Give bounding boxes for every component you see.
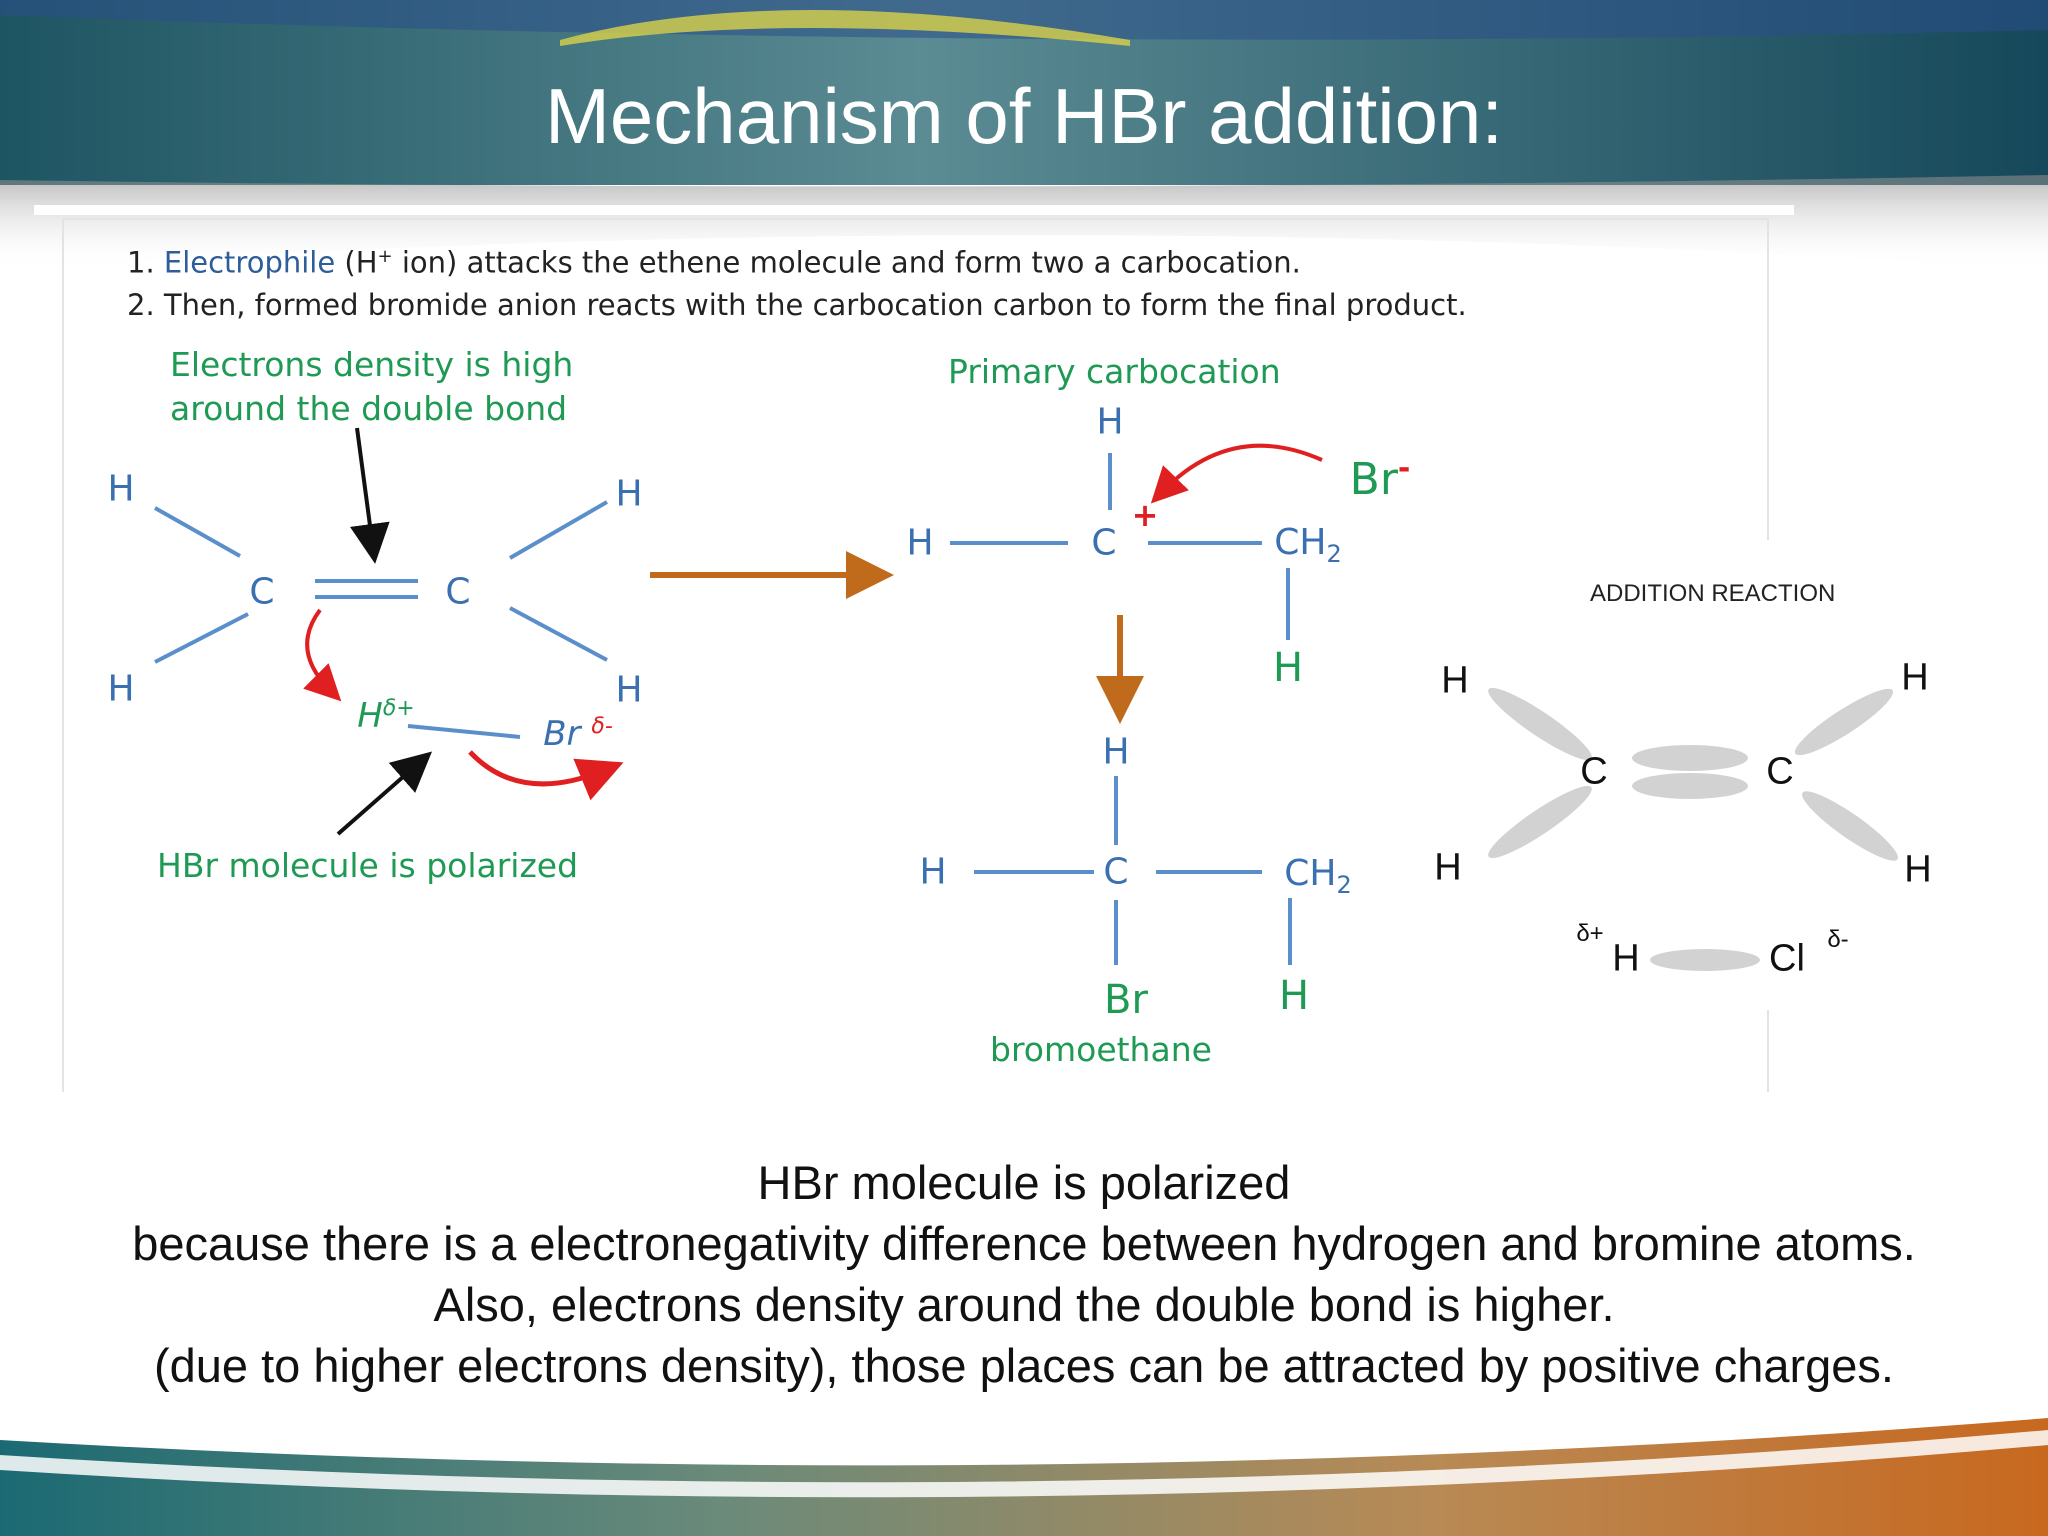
addition-reaction-title: ADDITION REACTION (1590, 580, 1836, 607)
product-ch2-text: CH (1284, 852, 1337, 894)
product-c: C (1103, 851, 1129, 893)
br-delta-charge: δ- (591, 713, 613, 739)
step-2-text: Then, formed bromide anion reacts with t… (163, 287, 1467, 322)
bromide-anion: Br- (1350, 451, 1411, 505)
product-ch2: CH2 (1284, 853, 1352, 899)
lobe-top-left (1488, 687, 1592, 761)
addition-orbitals (1488, 687, 1899, 971)
bond-h-c-top-left (154, 506, 241, 558)
lobe-top-right (1794, 688, 1894, 756)
lobe-bottom-left (1488, 785, 1592, 859)
hbr-bond (407, 724, 521, 739)
explanation-line-2: because there is a electronegativity dif… (132, 1217, 1916, 1270)
curved-arrow-bromide (1150, 443, 1323, 504)
lobe-pi-upper (1632, 745, 1748, 771)
ethene-h-top-left: H (107, 468, 135, 510)
step-1-text: ion) attacks the ethene molecule and for… (392, 245, 1301, 280)
step-1-electrophile: Electrophile (163, 245, 336, 280)
step-2-number: 2. (127, 287, 155, 322)
addition-c-right: C (1766, 750, 1794, 793)
addition-h-bottom-right: H (1904, 848, 1932, 891)
carbocation-ch2: CH2 (1274, 522, 1342, 568)
carbocation-h-left: H (906, 522, 934, 564)
lobe-pi-lower (1632, 773, 1748, 799)
slide-title: Mechanism of HBr addition: (544, 72, 1504, 160)
ethene-h-bottom-left: H (107, 668, 135, 710)
br-delta-minus: Br δ- (543, 714, 613, 754)
carbocation-bonds (950, 453, 1290, 640)
step-2: 2. Then, formed bromide anion reacts wit… (127, 284, 1467, 326)
addition-h-bottom-left: H (1434, 846, 1462, 889)
explanation-line-4: (due to higher electrons density), those… (154, 1339, 1894, 1392)
step-1-plus-sup: + (377, 246, 393, 267)
bond-h-c-bottom-left (154, 612, 249, 664)
addition-h-bottom: H (1612, 937, 1640, 980)
product-h-left: H (919, 851, 947, 893)
carbocation-plus: + (1131, 496, 1159, 534)
lobe-bottom-right (1801, 791, 1899, 861)
lobe-h-cl (1650, 949, 1760, 971)
bond-c-h-top-right (509, 500, 608, 560)
explanation-line-3: Also, electrons density around the doubl… (433, 1278, 1615, 1331)
carbocation-c: C (1091, 522, 1117, 564)
ethene-h-bottom-right: H (615, 669, 643, 711)
curved-arrow-pi-to-h (303, 608, 342, 702)
h-delta-symbol: H (357, 696, 383, 737)
explanation-line-1: HBr molecule is polarized (757, 1156, 1291, 1209)
h-delta-charge: δ+ (382, 695, 415, 721)
carbocation-ch2-h: H (1272, 645, 1304, 691)
product-ch2-sub: 2 (1336, 871, 1352, 900)
bromide-charge: - (1397, 451, 1411, 487)
ethene-h-top-right: H (615, 473, 643, 515)
step-1-h-ion: (H (344, 245, 378, 280)
ethene-c-left: C (249, 571, 275, 613)
addition-delta-plus: δ+ (1576, 920, 1604, 947)
step-1-number: 1. (127, 245, 155, 280)
product-bonds (974, 776, 1292, 965)
product-ch2-h: H (1278, 973, 1310, 1019)
br-delta-symbol: Br (543, 714, 581, 755)
h-delta-plus: Hδ+ (357, 696, 414, 736)
polarized-label: HBr molecule is polarized (157, 846, 579, 885)
product-h-top: H (1102, 731, 1130, 773)
addition-delta-minus: δ- (1827, 926, 1849, 953)
product-br: Br (1104, 977, 1148, 1023)
addition-c-left: C (1580, 750, 1608, 793)
primary-carbocation-label: Primary carbocation (948, 352, 1281, 391)
carbocation-h-top: H (1096, 401, 1124, 443)
bond-c-h-bottom-right (509, 606, 608, 662)
explanation-text: HBr molecule is polarized because there … (0, 1152, 2048, 1396)
carbocation-ch2-sub: 2 (1326, 540, 1342, 569)
step-1: 1. Electrophile (H+ ion) attacks the eth… (127, 236, 1467, 284)
density-label-line1: Electrons density is high (170, 345, 574, 384)
ethene-c-right: C (445, 571, 471, 613)
mechanism-steps: 1. Electrophile (H+ ion) attacks the eth… (127, 236, 1467, 326)
bromide-symbol: Br (1349, 453, 1398, 505)
addition-cl: Cl (1769, 937, 1805, 980)
addition-h-top-left: H (1441, 659, 1469, 702)
product-name: bromoethane (990, 1030, 1212, 1069)
polarized-arrow (336, 751, 433, 836)
density-arrow (350, 427, 390, 564)
addition-h-top-right: H (1901, 656, 1929, 699)
ethene-bonds (154, 500, 608, 739)
curved-arrow-hbr-to-br (468, 750, 624, 801)
carbocation-ch2-text: CH (1274, 521, 1327, 563)
density-label-line2: around the double bond (170, 389, 568, 428)
